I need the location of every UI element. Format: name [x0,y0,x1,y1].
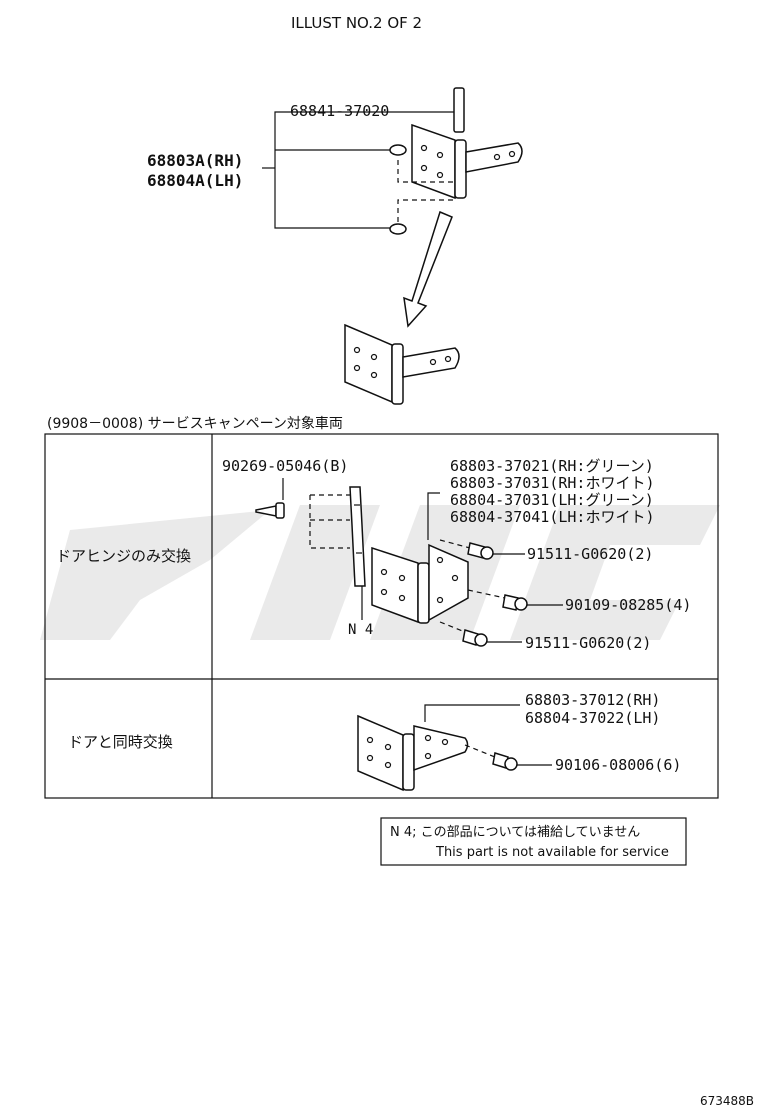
arm-hole [493,153,501,161]
plate-hole [380,588,388,596]
plate-hole [370,371,378,379]
plate-hole [398,574,406,582]
pin-part-number: 68841-37020 [290,102,389,120]
plate-hole [370,353,378,361]
table-border [44,433,719,799]
plate-hole [380,568,388,576]
assy-rh-part-number: 68803A(RH) [147,151,243,170]
bolt-middle-part: 90109-08285(4) [565,596,691,614]
leader-hinge [427,492,440,540]
bolt-row2-head [504,757,518,771]
note-en: This part is not available for service [435,845,669,860]
plate-hole [420,164,428,172]
plate-hole [420,144,428,152]
illust-title: ILLUST NO.2 OF 2 [291,14,422,32]
hinge-part-3: 68804-37031(LH:グリーン) [450,491,654,509]
plate-hole [436,596,444,604]
direction-arrow [403,210,453,328]
plate-hole [384,761,392,769]
plate-hole [436,151,444,159]
hinge-part-4: 68804-37041(LH:ホワイト) [450,508,655,526]
arm-hole [444,355,452,363]
hinge-barrel [417,562,430,624]
row-label-hinge-only: ドアヒンジのみ交換 [56,547,191,565]
arm-hole [429,358,437,366]
hinge-barrel [454,139,467,199]
note-border [380,817,687,866]
bolt-upper-part: 91511-G0620(2) [527,545,653,563]
bolt-dash [467,589,506,599]
bolt-lower [462,629,479,646]
leader-hinge-row2 [424,704,520,722]
hinge-row2-part-2: 68804-37022(LH) [525,709,660,727]
replacement-table: ドアヒンジのみ交換 ドアと同時交換 90269-05046(B) N 4 688… [44,433,719,799]
hinge-pin [453,87,465,133]
hinge-barrel [391,343,404,405]
arm-hole [424,752,432,760]
bolt-dash [439,621,466,633]
rivet-part-number: 90269-05046(B) [222,457,348,475]
bolt-middle [502,594,519,611]
note-jp: N 4; この部品については補給していません [390,825,640,840]
note-box: N 4; この部品については補給していません This part is not … [380,817,687,866]
hinge-barrel [402,733,415,791]
campaign-caption: (9908－0008) サービスキャンペーン対象車両 [47,415,343,432]
bracket-n4 [349,486,366,587]
leader-bracket [274,111,390,229]
hinge-plate-body [344,323,393,404]
plate-hole [436,556,444,564]
hinge-arm [413,725,469,772]
hinge-part-1: 68803-37021(RH:グリーン) [450,457,654,475]
hinge-body-plate [428,543,469,622]
plate-hole [366,754,374,762]
assy-lh-part-number: 68804A(LH) [147,171,243,190]
hinge-row2-part-1: 68803-37012(RH) [525,691,660,709]
hinge-part-2: 68803-37031(RH:ホワイト) [450,474,655,492]
hinge-plate-body [411,123,456,200]
plate-hole [353,346,361,354]
plate-hole [436,171,444,179]
plate-hole [366,736,374,744]
plate-hole [451,574,459,582]
arm-hole [424,734,432,742]
bolt-upper-head [480,546,494,560]
row-label-with-door: ドアと同時交換 [68,733,173,751]
arm-hole [441,738,449,746]
hinge-plate-body [357,714,404,792]
clip-dash-lower [397,199,455,222]
rivet-head [275,502,285,519]
bolt-lower-head [474,633,488,647]
bolt-dash [464,744,496,758]
bolt-middle-head [514,597,528,611]
clip-dash-upper [397,160,455,183]
plate-hole [353,364,361,372]
bolt-lower-part: 91511-G0620(2) [525,634,651,652]
arm-hole [508,150,516,158]
clip-lower [389,223,407,235]
clip-upper [389,144,407,156]
top-assembly: 68841-37020 68803A(RH) 68804A(LH) [147,87,523,405]
plate-hole [398,594,406,602]
plate-hole [384,743,392,751]
bolt-row2-part: 90106-08006(6) [555,756,681,774]
note-ref-n4: N 4 [348,622,373,638]
illustration-code: 673488B [700,1094,754,1108]
